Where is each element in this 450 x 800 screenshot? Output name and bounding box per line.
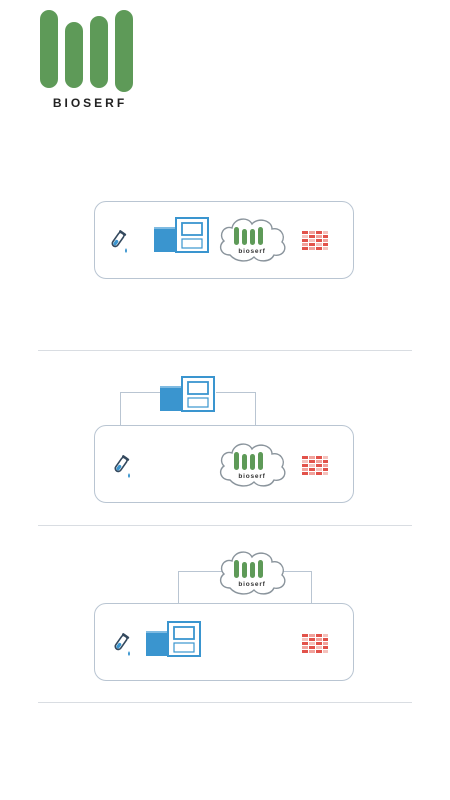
cloud-label: bioserf: [238, 248, 265, 255]
heatmap-icon: [302, 633, 328, 653]
heatmap-icon: [302, 455, 328, 475]
cloud-label: bioserf: [238, 581, 265, 588]
heatmap-icon: [302, 230, 328, 250]
bioserf-logo-bars-icon: [40, 10, 133, 92]
cloud-label: bioserf: [238, 473, 265, 480]
test-tube-icon: [112, 454, 131, 479]
test-tube-icon: [109, 229, 128, 254]
instrument-icon: [146, 621, 201, 657]
divider: [38, 702, 412, 703]
bioserf-logo: BIOSERF: [38, 8, 138, 110]
divider: [38, 525, 412, 526]
cloud-icon: bioserf: [219, 443, 286, 487]
cloud-icon: bioserf: [219, 551, 286, 595]
instrument-icon: [160, 375, 216, 415]
cloud-icon: bioserf: [219, 218, 286, 262]
logo-text: BIOSERF: [52, 96, 128, 110]
test-tube-icon: [112, 632, 131, 657]
instrument-icon: [154, 217, 209, 253]
divider: [38, 350, 412, 351]
